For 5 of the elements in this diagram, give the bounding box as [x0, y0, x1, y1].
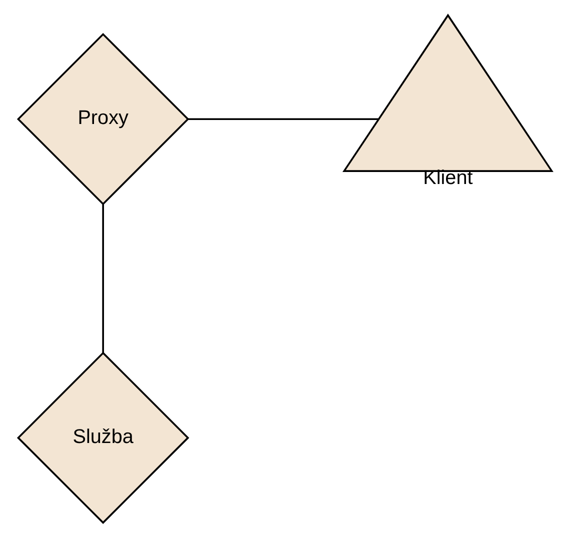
node-diamond: Proxy [16, 33, 190, 206]
node-diamond: Služba [16, 352, 190, 524]
connector [102, 204, 104, 353]
node-label: Klient [423, 167, 473, 190]
connector [188, 118, 378, 120]
